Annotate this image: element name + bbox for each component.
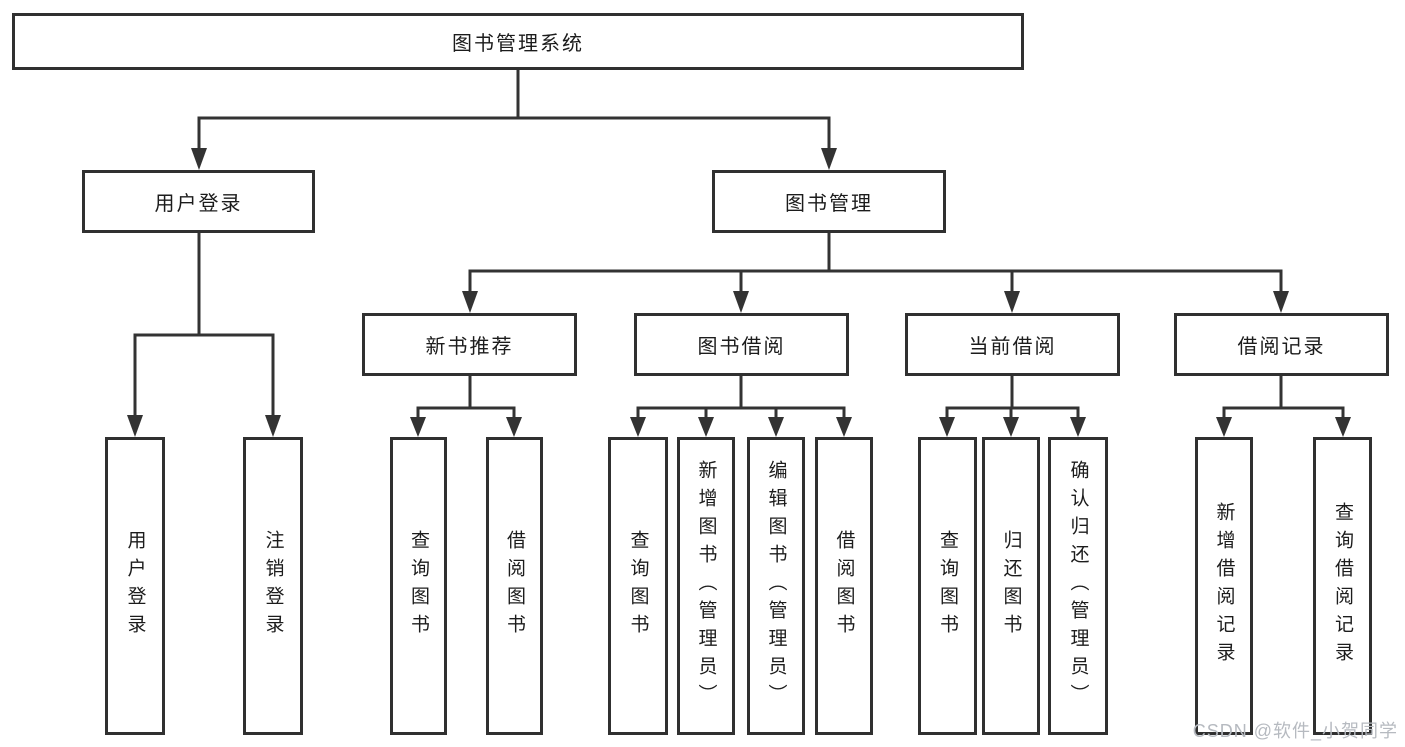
- leaf-current-query-books-label: 查询图书: [937, 530, 958, 642]
- leaf-borrow-add-books-admin: 新增图书（管理员）: [677, 437, 735, 735]
- leaf-borrow-edit-books-admin: 编辑图书（管理员）: [747, 437, 805, 735]
- csdn-watermark: CSDN @软件_小贺同学: [1192, 721, 1398, 741]
- leaf-recommend-borrow-books: 借阅图书: [486, 437, 543, 735]
- leaf-user-login: 用户登录: [105, 437, 165, 735]
- connector-book-management-to-level3: [462, 231, 1289, 313]
- leaf-current-confirm-return-admin: 确认归还（管理员）: [1048, 437, 1108, 735]
- leaf-recommend-query-books-label: 查询图书: [408, 530, 429, 642]
- leaf-records-add-record: 新增借阅记录: [1195, 437, 1253, 735]
- node-book-management: 图书管理: [712, 170, 946, 233]
- connector-user-login-to-leaves: [127, 231, 281, 437]
- leaf-records-query-record: 查询借阅记录: [1313, 437, 1372, 735]
- leaf-recommend-borrow-books-label: 借阅图书: [504, 530, 525, 642]
- leaf-user-login-label: 用户登录: [124, 530, 146, 642]
- leaf-records-query-record-label: 查询借阅记录: [1332, 502, 1353, 670]
- leaf-recommend-query-books: 查询图书: [390, 437, 447, 735]
- leaf-logout-label: 注销登录: [262, 530, 284, 642]
- leaf-borrow-borrow-books-label: 借阅图书: [833, 530, 855, 642]
- connector-book-borrow-to-leaves: [630, 374, 852, 437]
- leaf-current-confirm-return-admin-label: 确认归还（管理员）: [1067, 460, 1089, 712]
- leaf-borrow-query-books-label: 查询图书: [627, 530, 649, 642]
- leaf-borrow-add-books-admin-label: 新增图书（管理员）: [695, 460, 717, 712]
- leaf-current-query-books: 查询图书: [918, 437, 977, 735]
- node-borrow-records: 借阅记录: [1174, 313, 1389, 376]
- leaf-borrow-borrow-books: 借阅图书: [815, 437, 873, 735]
- connector-borrow-records-to-leaves: [1216, 374, 1351, 437]
- connector-root-to-level2: [191, 68, 837, 170]
- node-root: 图书管理系统: [12, 13, 1024, 70]
- node-book-borrow: 图书借阅: [634, 313, 849, 376]
- leaf-borrow-query-books: 查询图书: [608, 437, 668, 735]
- leaf-borrow-edit-books-admin-label: 编辑图书（管理员）: [765, 460, 787, 712]
- connector-current-borrow-to-leaves: [939, 374, 1086, 437]
- leaf-records-add-record-label: 新增借阅记录: [1213, 502, 1235, 670]
- connector-recommend-to-leaves: [410, 374, 522, 437]
- node-user-login: 用户登录: [82, 170, 315, 233]
- leaf-logout: 注销登录: [243, 437, 303, 735]
- node-current-borrow: 当前借阅: [905, 313, 1120, 376]
- leaf-current-return-books-label: 归还图书: [1000, 530, 1022, 642]
- leaf-current-return-books: 归还图书: [982, 437, 1040, 735]
- node-new-book-recommend: 新书推荐: [362, 313, 577, 376]
